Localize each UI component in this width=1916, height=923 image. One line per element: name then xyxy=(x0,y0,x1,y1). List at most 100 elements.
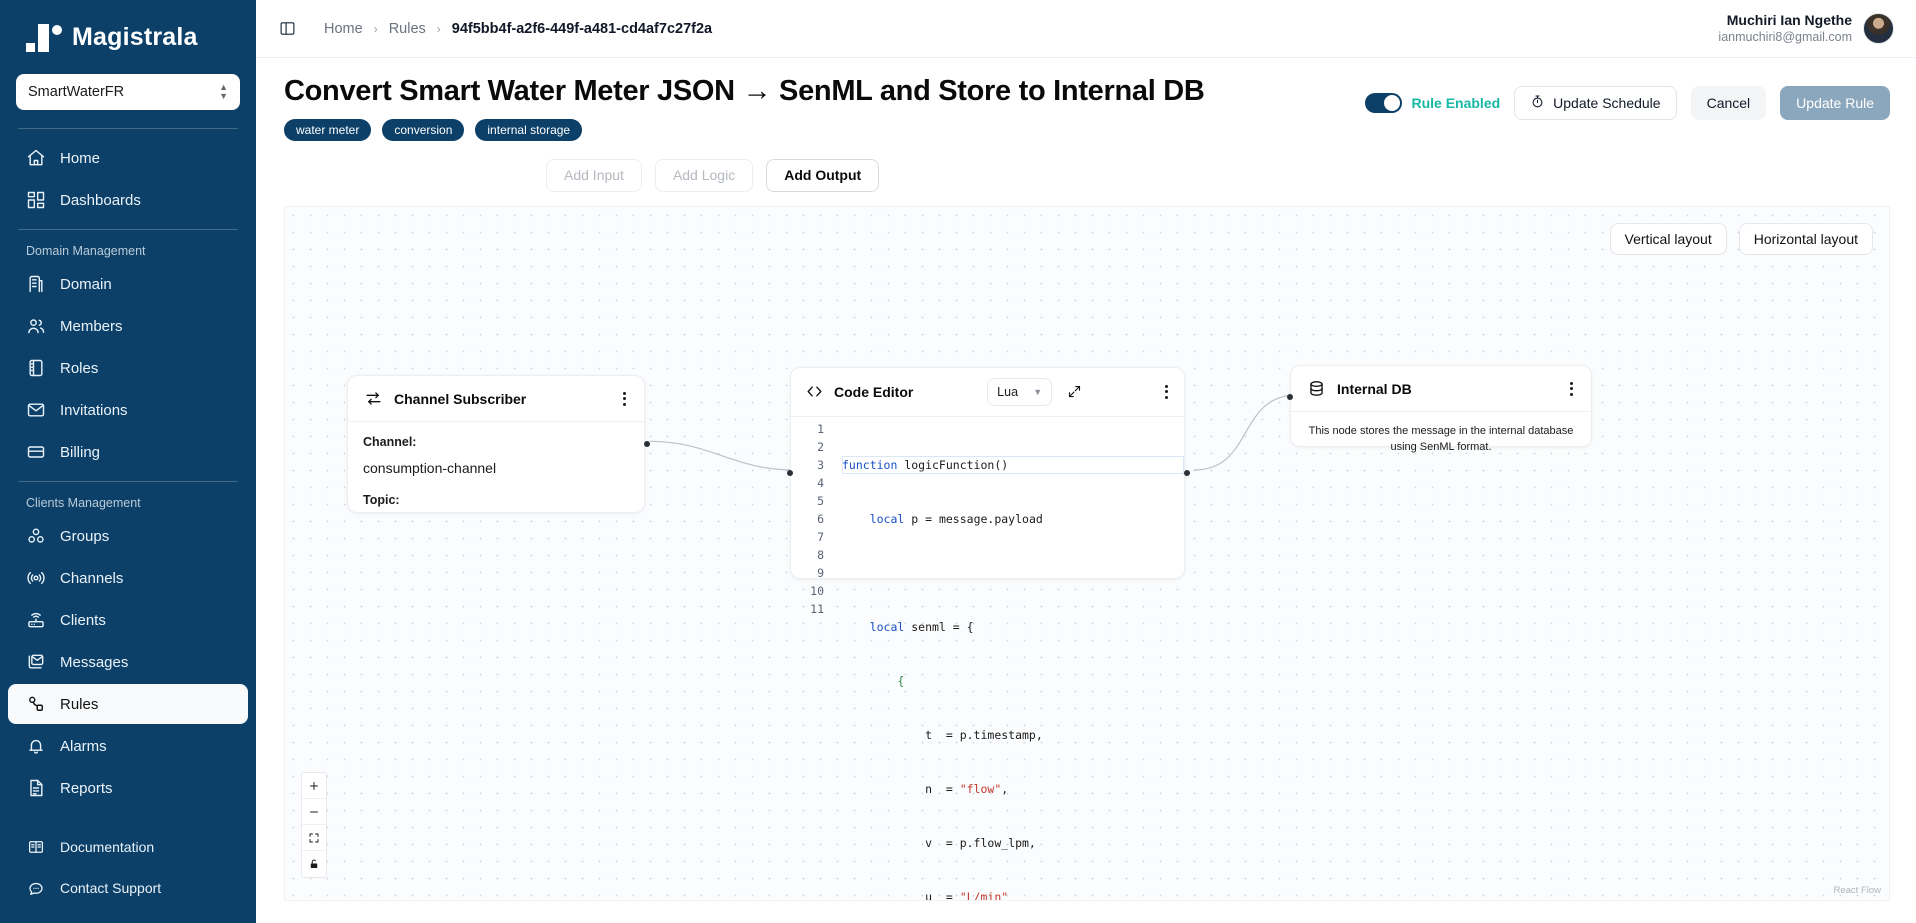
add-output-button[interactable]: Add Output xyxy=(766,158,880,192)
code-editor-area[interactable]: 1 2 3 4 5 6 7 8 9 10 11 function logicFu… xyxy=(791,417,1184,901)
chevron-updown-icon: ▲▼ xyxy=(219,82,228,101)
mail-icon xyxy=(26,400,46,420)
sidebar-item-members[interactable]: Members xyxy=(8,306,248,346)
node-menu-button[interactable] xyxy=(1160,381,1173,403)
sidebar-item-messages[interactable]: Messages xyxy=(8,642,248,682)
handle-code-in[interactable] xyxy=(787,469,793,476)
sidebar-item-alarms[interactable]: Alarms xyxy=(8,726,248,766)
add-node-buttons: Add Input Add Logic Add Output xyxy=(256,141,1916,206)
topic-label: Topic: xyxy=(363,492,400,507)
node-internal-db[interactable]: Internal DB This node stores the message… xyxy=(1290,364,1592,453)
sidebar-footer: Documentation Contact Support xyxy=(0,826,256,923)
book-icon xyxy=(26,358,46,378)
channel-value[interactable]: consumption-channel xyxy=(363,459,497,476)
rules-icon xyxy=(26,694,46,714)
breadcrumb-rules[interactable]: Rules xyxy=(388,20,426,37)
bell-icon xyxy=(26,736,46,756)
canvas-wrapper: Vertical layout Horizontal layout Channe… xyxy=(256,205,1916,923)
dashboards-icon xyxy=(26,190,46,210)
sidebar-item-dashboards[interactable]: Dashboards xyxy=(8,180,248,220)
handle-code-out[interactable] xyxy=(1184,469,1190,476)
sidebar-item-roles[interactable]: Roles xyxy=(8,348,248,388)
sidebar-divider-3 xyxy=(18,481,238,482)
sidebar-item-home[interactable]: Home xyxy=(8,138,248,178)
zoom-in-icon[interactable] xyxy=(302,773,326,799)
code-line: local senml = { xyxy=(869,619,974,634)
expand-icon[interactable] xyxy=(1062,380,1086,404)
channel-label: Channel: xyxy=(363,434,417,449)
sidebar-toggle-icon[interactable] xyxy=(274,16,300,42)
zoom-out-icon[interactable] xyxy=(302,799,326,825)
sidebar-item-invitations[interactable]: Invitations xyxy=(8,390,248,430)
sidebar-item-label: Rules xyxy=(60,695,99,713)
lock-icon[interactable] xyxy=(302,851,326,877)
node-header: Channel Subscriber xyxy=(348,376,644,422)
sidebar-item-label: Documentation xyxy=(60,839,155,855)
sidebar-item-reports[interactable]: Reports xyxy=(8,768,248,808)
node-title: Internal DB xyxy=(1337,380,1412,397)
sidebar-item-label: Dashboards xyxy=(60,191,141,209)
sidebar-item-label: Clients xyxy=(60,611,106,629)
update-rule-button[interactable]: Update Rule xyxy=(1780,86,1890,120)
fit-view-icon[interactable] xyxy=(302,825,326,851)
sidebar-item-contact-support[interactable]: Contact Support xyxy=(8,868,248,908)
handle-db-in[interactable] xyxy=(1287,393,1293,400)
broadcast-icon xyxy=(26,568,46,588)
add-input-button[interactable]: Add Input xyxy=(546,158,642,192)
code-line xyxy=(842,564,1184,582)
code-text[interactable]: function logicFunction() local p = messa… xyxy=(833,420,1184,901)
tag-internal-storage: internal storage xyxy=(475,118,583,141)
node-title: Code Editor xyxy=(834,383,914,400)
sidebar-item-label: Reports xyxy=(60,779,113,797)
vertical-layout-button[interactable]: Vertical layout xyxy=(1609,222,1727,255)
handle-subscriber-out[interactable] xyxy=(644,440,650,447)
breadcrumb: Home › Rules › 94f5bb4f-a2f6-449f-a481-c… xyxy=(324,21,712,37)
sidebar-item-channels[interactable]: Channels xyxy=(8,558,248,598)
sidebar-item-label: Channels xyxy=(60,569,124,587)
main-area: Home › Rules › 94f5bb4f-a2f6-449f-a481-c… xyxy=(256,0,1916,923)
domain-selector[interactable]: SmartWaterFR ▲▼ xyxy=(16,74,240,110)
avatar[interactable] xyxy=(1863,13,1894,44)
sidebar-section-clients-management: Clients Management xyxy=(26,496,141,510)
language-select-value: Lua xyxy=(997,384,1019,399)
credit-card-icon xyxy=(26,442,46,462)
page-header: Convert Smart Water Meter JSON → SenML a… xyxy=(256,58,1916,141)
code-line: { xyxy=(897,673,905,688)
flow-canvas[interactable]: Vertical layout Horizontal layout Channe… xyxy=(284,205,1890,901)
node-menu-button[interactable] xyxy=(618,388,631,410)
sidebar-divider-1 xyxy=(18,128,238,129)
breadcrumb-home[interactable]: Home xyxy=(324,20,363,37)
sidebar-item-label: Alarms xyxy=(60,737,107,755)
node-menu-button[interactable] xyxy=(1565,378,1578,400)
node-code-editor[interactable]: Code Editor Lua ▼ 1 2 3 4 xyxy=(790,366,1185,900)
rule-enabled-label: Rule Enabled xyxy=(1411,95,1501,111)
sidebar-item-clients[interactable]: Clients xyxy=(8,600,248,640)
building-icon xyxy=(26,274,46,294)
node-title: Channel Subscriber xyxy=(394,390,527,407)
user-menu[interactable]: Muchiri Ian Ngethe ianmuchiri8@gmail.com xyxy=(1718,12,1894,46)
code-line: u = "L/min" xyxy=(842,889,1009,901)
sidebar-item-rules[interactable]: Rules xyxy=(8,684,248,724)
language-select[interactable]: Lua ▼ xyxy=(987,377,1053,406)
node-channel-subscriber[interactable]: Channel Subscriber Channel: consumption-… xyxy=(347,374,645,513)
sidebar-item-label: Home xyxy=(60,149,101,167)
tag-conversion: conversion xyxy=(382,118,465,141)
sidebar-item-billing[interactable]: Billing xyxy=(8,432,248,472)
user-email: ianmuchiri8@gmail.com xyxy=(1718,30,1852,45)
sidebar-item-groups[interactable]: Groups xyxy=(8,516,248,556)
edge-code-to-db xyxy=(1193,394,1298,471)
code-line: t = p.timestamp, xyxy=(842,727,1043,742)
rule-enabled-toggle[interactable] xyxy=(1365,93,1403,113)
sidebar-item-label: Roles xyxy=(60,359,99,377)
tag-list: water meter conversion internal storage xyxy=(284,118,1365,141)
support-chat-icon xyxy=(26,878,46,898)
cancel-button[interactable]: Cancel xyxy=(1690,86,1767,120)
rule-enabled-toggle-wrap[interactable]: Rule Enabled xyxy=(1365,93,1500,113)
horizontal-layout-button[interactable]: Horizontal layout xyxy=(1738,222,1873,255)
update-schedule-label: Update Schedule xyxy=(1553,95,1661,111)
sidebar-item-domain[interactable]: Domain xyxy=(8,264,248,304)
line-number-gutter: 1 2 3 4 5 6 7 8 9 10 11 xyxy=(810,421,824,616)
sidebar-item-documentation[interactable]: Documentation xyxy=(8,827,248,867)
add-logic-button[interactable]: Add Logic xyxy=(654,158,754,192)
update-schedule-button[interactable]: Update Schedule xyxy=(1514,86,1677,120)
